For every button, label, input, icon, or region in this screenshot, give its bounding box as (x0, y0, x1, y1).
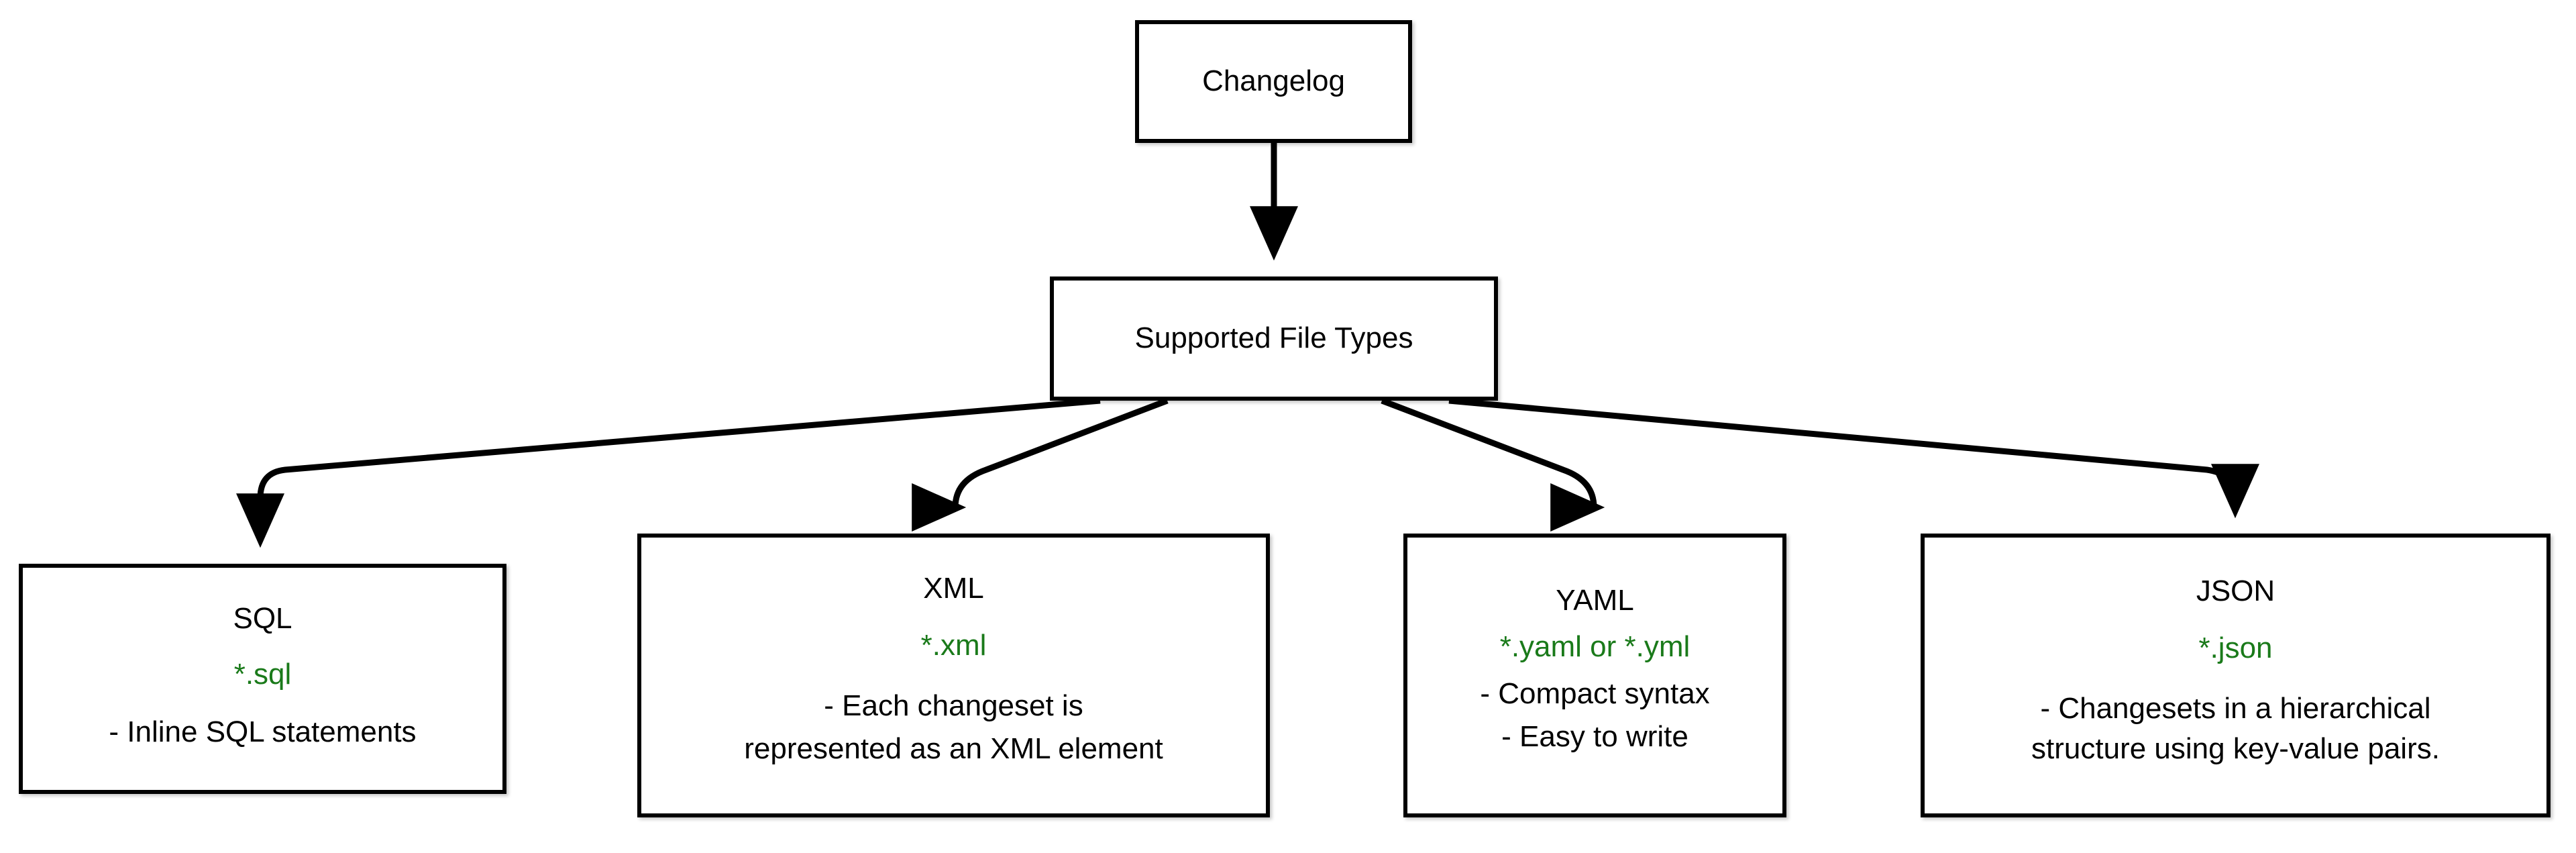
node-xml[interactable]: XML *.xml - Each changeset is represente… (637, 534, 1270, 817)
node-yaml-description: - Compact syntax - Easy to write (1480, 676, 1709, 761)
node-sql[interactable]: SQL *.sql - Inline SQL statements (19, 564, 506, 794)
node-sql-description-line: - Inline SQL statements (109, 715, 417, 749)
node-json-description: - Changesets in a hierarchical structure… (2031, 691, 2440, 770)
node-xml-description-line: represented as an XML element (744, 732, 1163, 766)
node-supported-file-types[interactable]: Supported File Types (1050, 277, 1498, 401)
node-json-extension: *.json (2198, 631, 2273, 664)
node-xml-description: - Each changeset is represented as an XM… (744, 688, 1163, 773)
node-yaml-description-line: - Easy to write (1501, 720, 1688, 754)
edge-supported-to-json (1448, 397, 2259, 519)
node-changelog[interactable]: Changelog (1135, 20, 1412, 143)
node-sql-title: SQL (233, 602, 292, 636)
node-sql-description: - Inline SQL statements (109, 714, 416, 750)
node-json-title: JSON (2196, 574, 2275, 608)
edge-supported-to-yaml (1381, 397, 1618, 519)
node-xml-description-line: - Each changeset is (824, 689, 1083, 723)
edge-supported-to-xml (931, 397, 1169, 519)
node-changelog-label: Changelog (1202, 64, 1345, 98)
node-json[interactable]: JSON *.json - Changesets in a hierarchic… (1921, 534, 2551, 817)
node-yaml-title: YAML (1556, 584, 1634, 617)
node-json-description-line: structure using key-value pairs. (2031, 732, 2440, 766)
node-yaml-description-line: - Compact syntax (1480, 677, 1710, 711)
node-json-description-line: - Changesets in a hierarchical (2040, 692, 2431, 725)
node-yaml-extension: *.yaml or *.yml (1499, 630, 1690, 663)
node-yaml[interactable]: YAML *.yaml or *.yml - Compact syntax - … (1403, 534, 1786, 817)
edge-supported-to-sql (236, 397, 1101, 548)
node-xml-title: XML (923, 572, 984, 605)
node-supported-file-types-label: Supported File Types (1134, 321, 1413, 355)
node-sql-extension: *.sql (233, 657, 292, 691)
node-xml-extension: *.xml (920, 628, 987, 662)
